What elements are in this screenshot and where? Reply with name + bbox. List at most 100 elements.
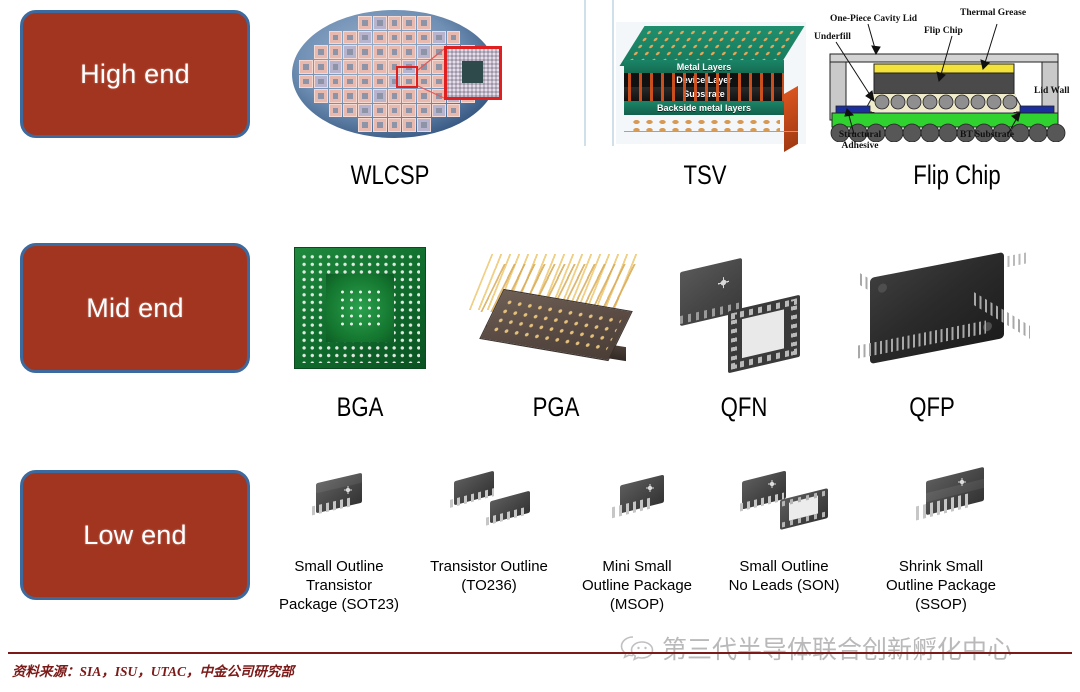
tsv-side-face [784, 85, 798, 152]
flipchip-figure: One-Piece Cavity Lid Thermal Grease Flip… [812, 2, 1076, 151]
wafer-die [299, 74, 313, 89]
wafer-die [402, 16, 417, 30]
sot23-figure [306, 472, 372, 522]
caption-ssop: Shrink Small Outline Package (SSOP) [885, 558, 997, 613]
tsv-baseline [624, 131, 798, 132]
caption-pga: PGA [532, 392, 580, 422]
wafer-die [402, 74, 417, 89]
tsv-layer-stack: Metal Layers Device Layer Substrate Back… [624, 60, 798, 152]
manufacturer-logo-icon [958, 478, 966, 486]
wafer-die [446, 103, 461, 118]
wafer-die [402, 118, 417, 132]
wafer-die [387, 16, 402, 30]
ssop-figure [912, 466, 998, 528]
tier-label-mid-end: Mid end [86, 292, 184, 323]
wafer-roi-box [396, 66, 418, 88]
wafer-die [387, 103, 402, 118]
wafer-die [431, 30, 446, 45]
wafer-die [313, 59, 328, 74]
caption-msop: Mini Small Outline Package (MSOP) [581, 558, 693, 613]
manufacturer-logo-icon [768, 480, 776, 488]
watermark: 第三代半导体联合创新孵化中心 [620, 630, 1012, 666]
wafer-die [372, 103, 387, 118]
flipchip-label-lid-wall: Lid Wall [1034, 86, 1070, 96]
tier-box-high-end: High end [20, 10, 250, 138]
tier-box-mid-end: Mid end [20, 243, 250, 373]
wafer-die [372, 74, 387, 89]
wafer-die [417, 89, 431, 103]
wafer-die [387, 45, 402, 59]
wafer-die [402, 45, 417, 59]
wafer-die [299, 59, 313, 74]
divider-right [612, 0, 614, 146]
manufacturer-logo-icon [344, 486, 352, 494]
wafer-die [358, 118, 372, 132]
caption-sot23: Small Outline Transistor Package (SOT23) [278, 558, 400, 613]
wafer-die [313, 89, 328, 103]
wafer-die [387, 30, 402, 45]
tsv-layer-metal: Metal Layers [624, 60, 784, 73]
wafer-die [417, 16, 431, 30]
source-line: 资料来源：SIA，ISU，UTAC，中金公司研究部 [12, 664, 295, 679]
caption-tsv: TSV [683, 160, 727, 190]
wafer-die-zoom-inset [444, 46, 502, 100]
divider-left [584, 0, 586, 146]
wechat-icon [620, 634, 654, 662]
footer-divider [8, 652, 1072, 654]
wlcsp-figure [292, 4, 507, 144]
wafer-die [343, 89, 358, 103]
wafer-die [343, 59, 358, 74]
tsv-stack-diagram: Metal Layers Device Layer Substrate Back… [619, 26, 805, 152]
wlcsp-callout-lines [417, 48, 445, 99]
wafer-die [417, 45, 431, 59]
wafer-die [313, 74, 328, 89]
qfp-figure [852, 247, 1030, 377]
wafer-die [358, 16, 372, 30]
wafer-die [387, 118, 402, 132]
wafer-die [358, 59, 372, 74]
wafer-die [372, 59, 387, 74]
pga-figure [468, 248, 642, 376]
wafer-die [372, 118, 387, 132]
wafer-die [417, 74, 431, 89]
wafer-die [358, 103, 372, 118]
wafer-die [402, 30, 417, 45]
bga-figure [288, 243, 432, 373]
caption-flipchip: Flip Chip [913, 160, 1001, 190]
flipchip-label-substrate: BT Substrate [960, 130, 1014, 140]
son-package-bottomview [780, 488, 828, 530]
wafer-die [372, 45, 387, 59]
flipchip-label-adhesive-line1: Structural [838, 130, 882, 140]
wafer-die [358, 74, 372, 89]
tsv-solder-bumps [630, 118, 780, 132]
son-figure [738, 470, 834, 530]
tier-label-low-end: Low end [83, 519, 187, 550]
wafer-die [328, 45, 343, 59]
wafer-die [313, 45, 328, 59]
flipchip-label-chip: Flip Chip [924, 26, 963, 36]
caption-bga: BGA [336, 392, 384, 422]
wafer-die [328, 103, 343, 118]
bga-package-image [294, 247, 426, 369]
flipchip-label-grease: Thermal Grease [960, 8, 1027, 18]
wafer-die [328, 89, 343, 103]
tier-box-low-end: Low end [20, 470, 250, 600]
wafer-die [446, 30, 461, 45]
caption-to236: Transistor Outline (TO236) [430, 558, 548, 594]
wafer-die [402, 89, 417, 103]
caption-son: Small Outline No Leads (SON) [728, 558, 840, 594]
wafer-die [417, 30, 431, 45]
bga-center-region [326, 274, 394, 342]
wafer-die [328, 74, 343, 89]
wafer-die [402, 103, 417, 118]
caption-wlcsp: WLCSP [350, 160, 430, 190]
tier-label-high-end: High end [80, 58, 190, 89]
caption-qfp: QFP [909, 392, 955, 422]
wafer-die [431, 103, 446, 118]
son-pad-array [782, 490, 826, 528]
qfn-figure [676, 253, 810, 375]
to236-figure [448, 470, 538, 528]
tsv-through-vias [624, 73, 784, 101]
wafer-die [358, 45, 372, 59]
wafer-die [328, 30, 343, 45]
